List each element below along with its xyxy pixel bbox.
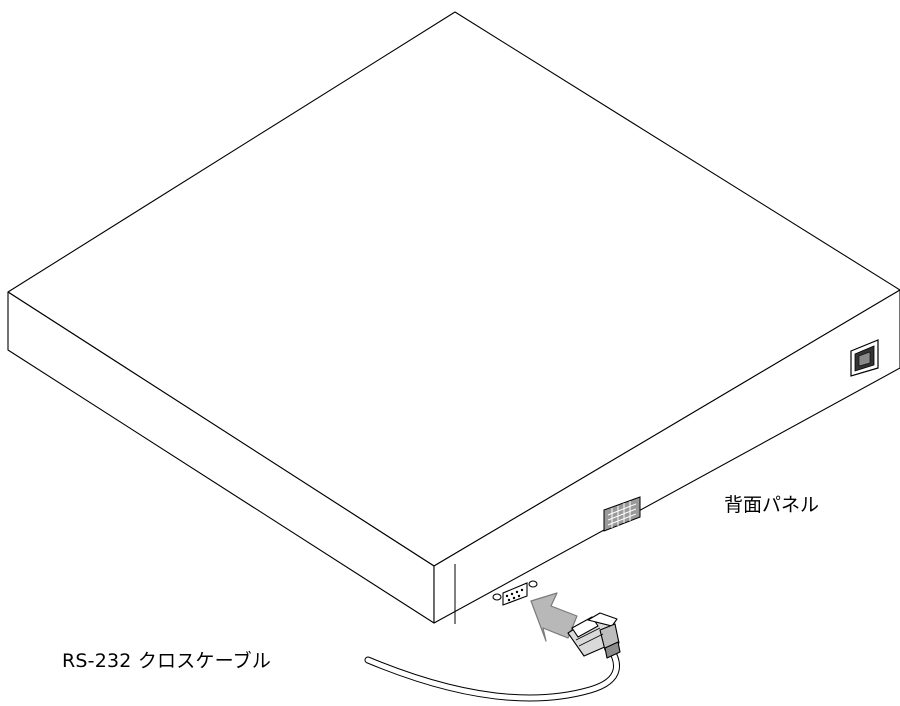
db9-connector — [567, 612, 621, 659]
rs232-crossover-cable — [364, 612, 621, 702]
expansion-port — [603, 496, 641, 532]
rear-panel-label: 背面パネル — [724, 494, 820, 516]
serial-console-port — [492, 580, 538, 606]
connection-arrow — [530, 592, 578, 642]
chassis-top-face — [7, 11, 900, 567]
chassis-rear-face — [433, 289, 900, 624]
power-inlet — [850, 339, 879, 377]
switch-chassis — [7, 11, 900, 624]
cable-label: RS-232 クロスケーブル — [62, 650, 272, 672]
